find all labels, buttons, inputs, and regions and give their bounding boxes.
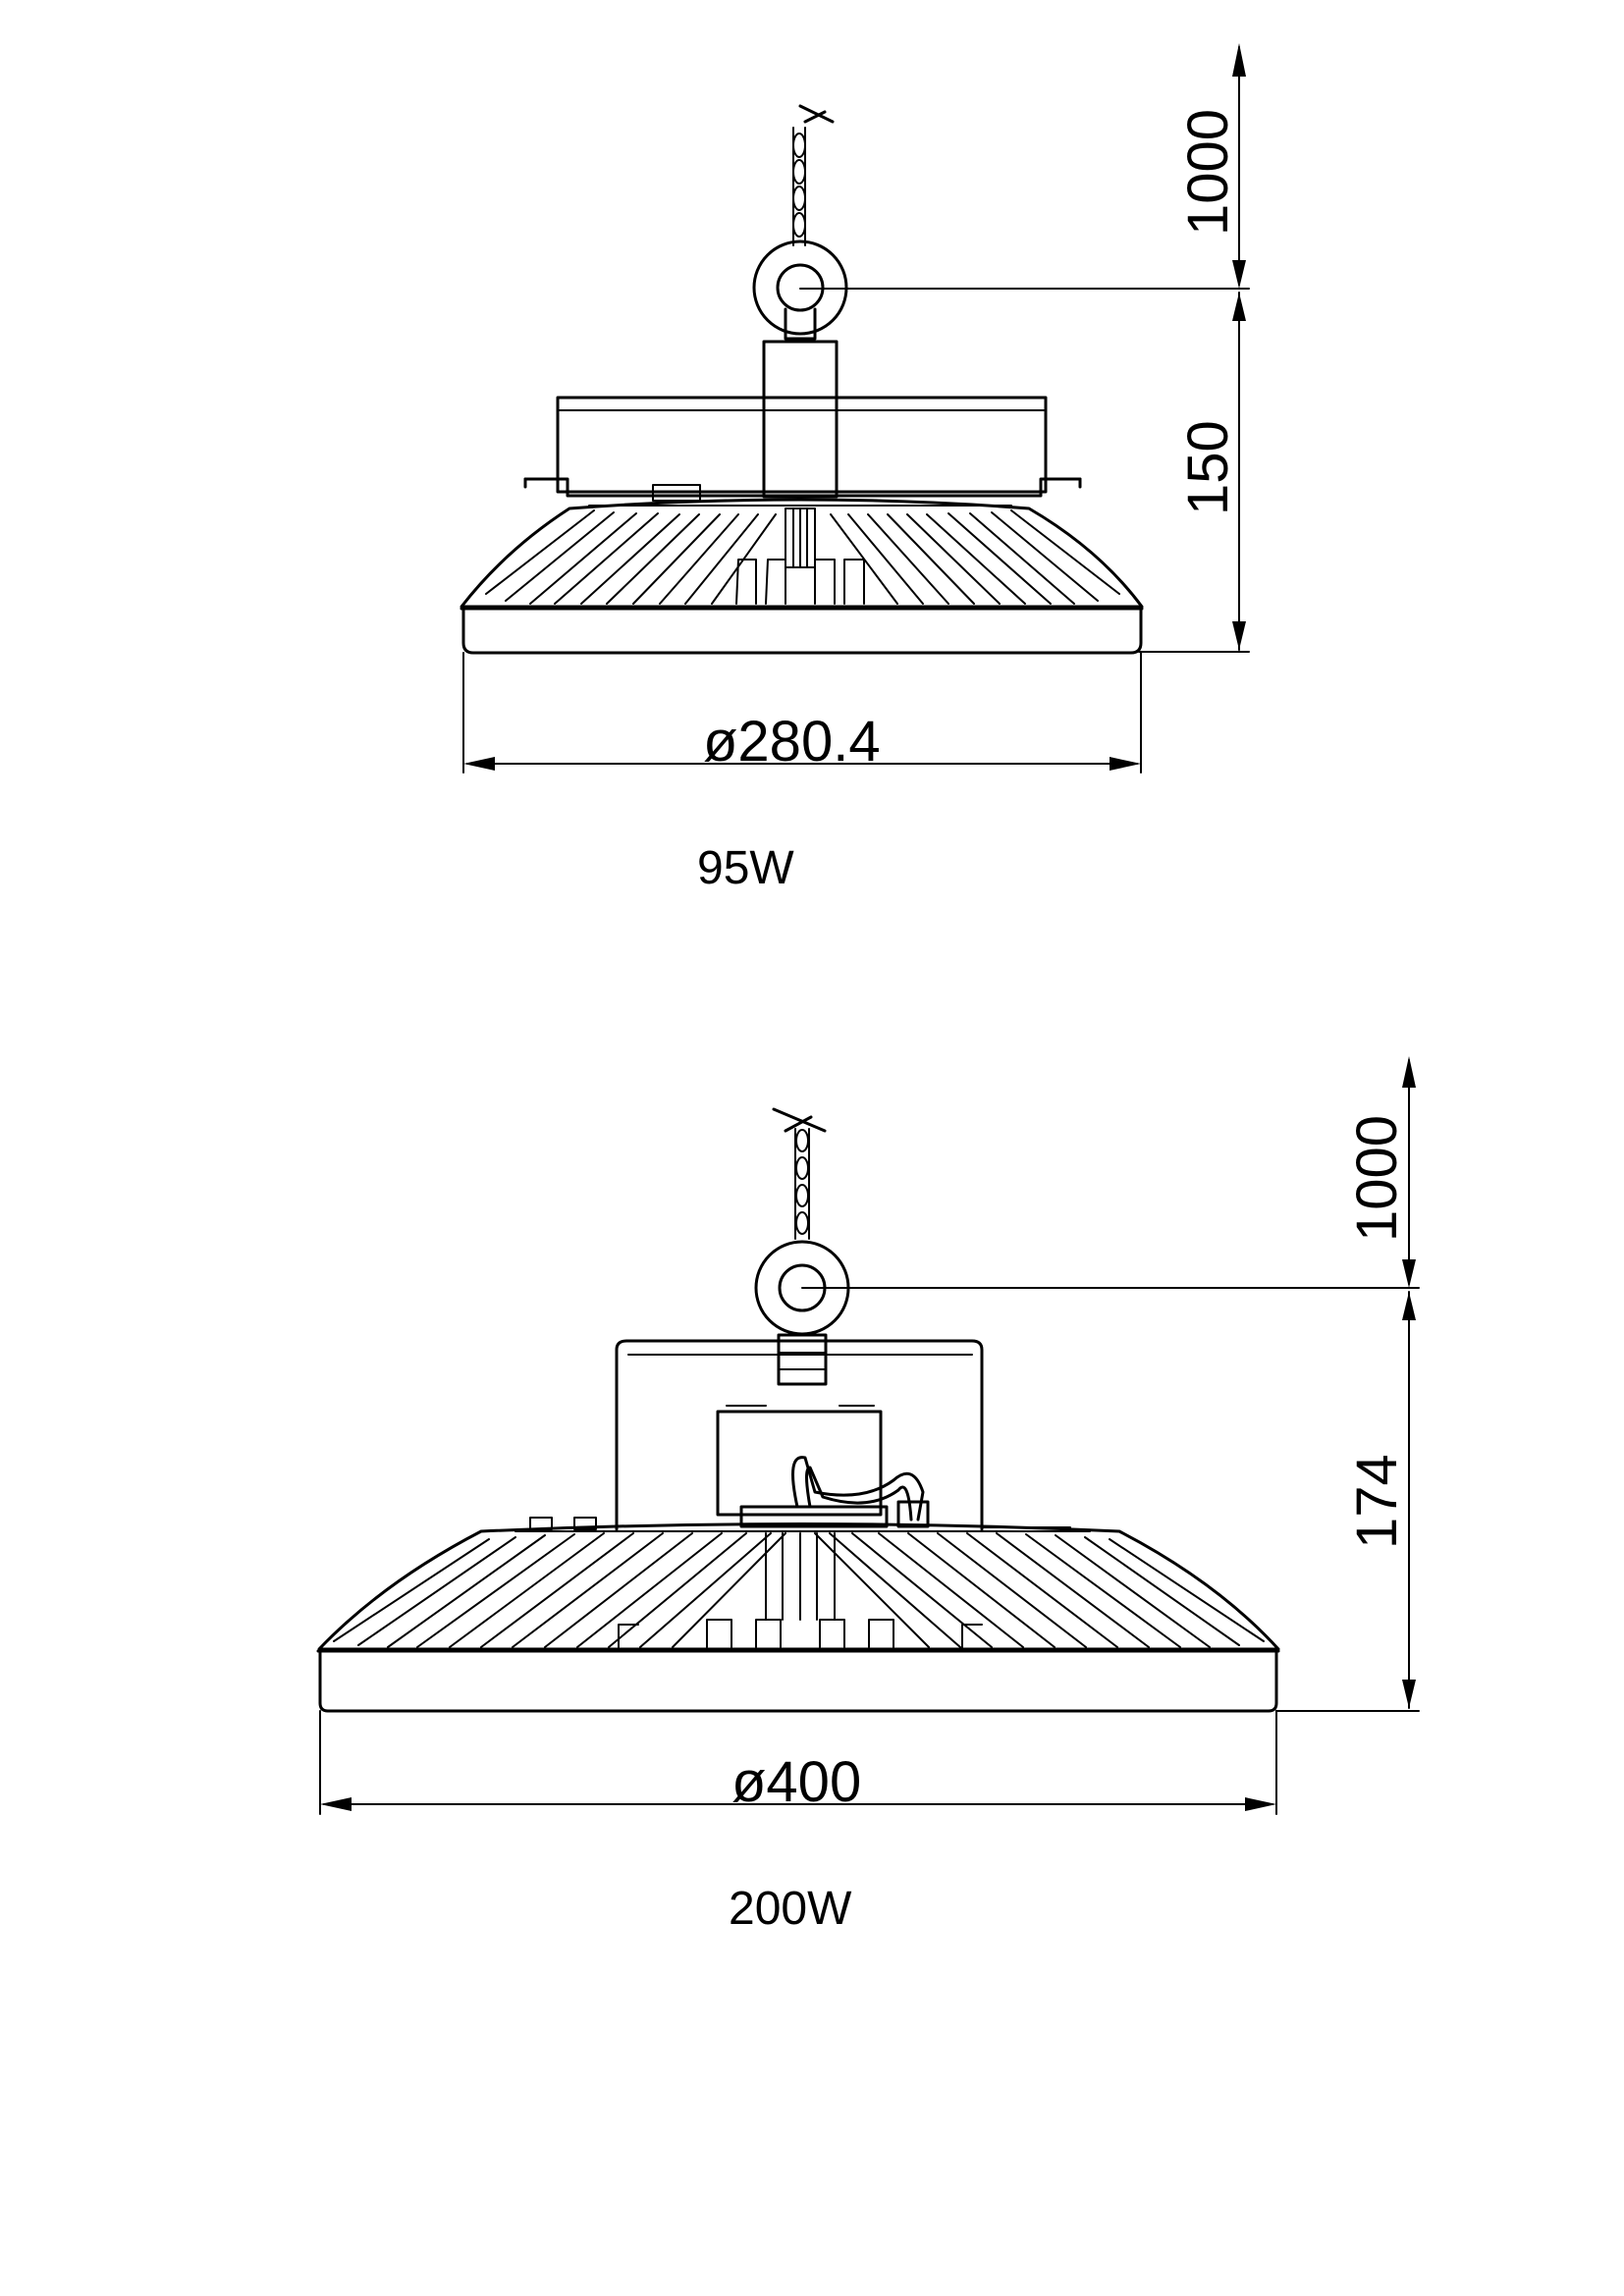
driver-box-95w [523,396,1082,502]
dim-height-95w: 150 [1138,292,1250,653]
heatsink-95w [460,498,1144,609]
dim-cable-label-95w: 1000 [1176,109,1240,236]
dim-diameter-label-200w: ø400 [731,1750,861,1814]
dim-cable-95w: 1000 [799,43,1250,290]
dim-diameter-label-95w: ø280.4 [703,710,881,774]
dim-cable-200w: 1000 [801,1056,1420,1289]
heatsink-200w [317,1522,1280,1651]
lamp-95w: 1000 150 ø280.4 95W [460,43,1250,894]
mount-post-95w [762,340,839,499]
model-label-95w: 95W [697,842,794,894]
eye-bolt-95w [752,240,848,341]
lens-ring-200w [316,1649,1280,1713]
dim-diameter-200w: ø400 [319,1710,1277,1815]
eye-bolt-200w [754,1240,850,1386]
dim-height-label-95w: 150 [1176,420,1240,515]
dim-cable-label-200w: 1000 [1345,1115,1409,1242]
lens-ring-95w [460,607,1144,655]
dim-diameter-95w: ø280.4 [462,652,1142,774]
model-label-200w: 200W [729,1883,852,1935]
dim-height-label-200w: 174 [1345,1454,1409,1549]
chain-95w [792,104,835,246]
chain-200w [772,1107,827,1240]
lamp-200w: 1000 174 ø400 200W [316,1056,1420,1935]
dim-height-200w: 174 [1275,1291,1420,1712]
